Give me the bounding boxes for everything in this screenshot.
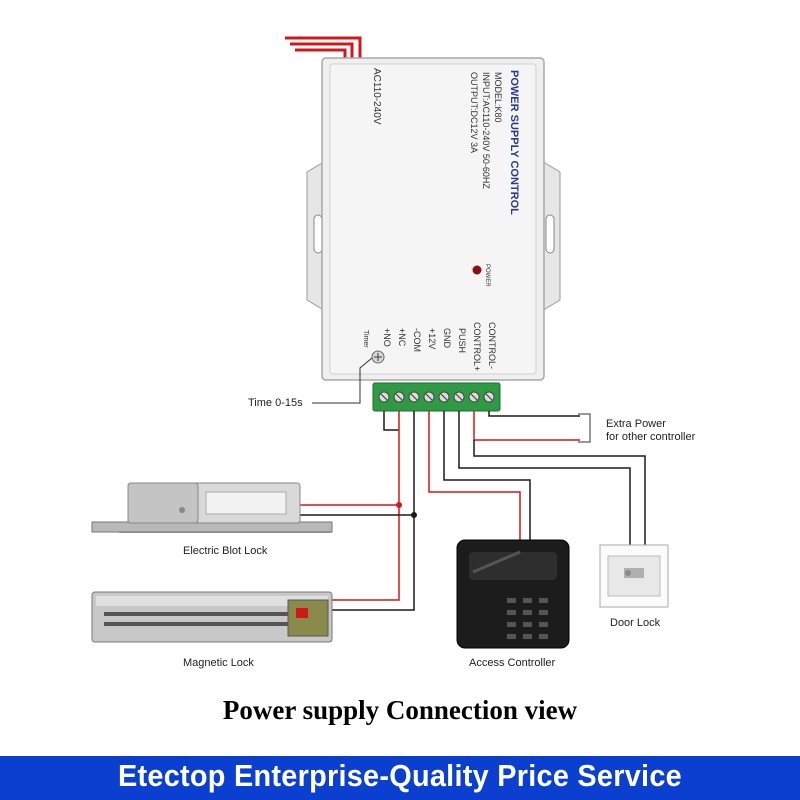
power-led-label: POWER [484, 264, 490, 287]
power-supply-box [321, 57, 545, 381]
device-wires [300, 411, 646, 611]
diagram-caption: Power supply Connection view [222, 695, 578, 725]
psu-input: INPUT:AC110-240V 50-60HZ [481, 72, 491, 189]
terminal-label-gnd: GND [442, 328, 452, 348]
terminal-block [372, 382, 501, 412]
footer-banner [0, 756, 800, 800]
door-lock-label: Door Lock [610, 617, 661, 629]
psu-output: OUTPUT:DC12V 3A [469, 72, 479, 154]
access-controller-image [456, 539, 570, 649]
timer-label: Timer [362, 330, 369, 348]
magnetic-lock-label: Magnetic Lock [183, 657, 254, 669]
footer-banner-text: Etectop Enterprise-Quality Price Service [118, 758, 682, 793]
psu-model: MODEL:K80 [493, 72, 503, 123]
power-led [472, 265, 482, 275]
ac-input-wires [285, 36, 362, 60]
psu-title: POWER SUPPLY CONTROL [508, 70, 520, 215]
time-range-label: Time 0-15s [248, 397, 303, 409]
terminal-label-12v: +12V [427, 328, 437, 350]
terminal-label-control-plus: CONTROL+ [472, 322, 482, 372]
timer-leader-line [312, 357, 373, 404]
psu-ac-label: AC110-240V [371, 68, 382, 125]
terminal-label-no: +NO [382, 328, 392, 347]
door-lock-image [599, 544, 669, 608]
terminal-label-com: -COM [412, 328, 422, 352]
extra-power-bracket [473, 411, 591, 443]
extra-power-label-line2: for other controller [606, 431, 696, 443]
electric-bolt-lock-image [91, 482, 333, 533]
extra-power-label-line1: Extra Power [606, 418, 666, 430]
terminal-label-control-minus: CONTROL- [487, 322, 497, 369]
magnetic-lock-image [91, 591, 333, 643]
terminal-label-push: PUSH [457, 328, 467, 354]
electric-bolt-lock-label: Electric Blot Lock [183, 545, 268, 557]
terminal-label-nc: +NC [397, 328, 407, 347]
access-controller-label: Access Controller [469, 657, 556, 669]
